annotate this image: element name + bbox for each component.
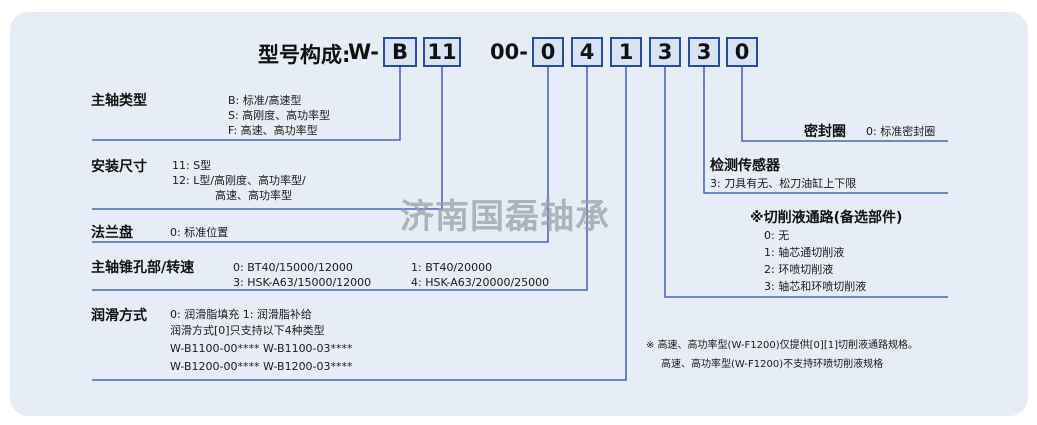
seal-title: 密封圈 xyxy=(804,124,846,140)
code-box-sensor: 3 xyxy=(688,37,720,67)
code-box-coolant: 3 xyxy=(649,37,681,67)
sensor-title: 检测传感器 xyxy=(710,158,780,174)
lubrication-line: 0: 润滑脂填充 1: 润滑脂补给 xyxy=(170,308,312,321)
spindle-type-title: 主轴类型 xyxy=(91,93,147,109)
coolant-line: 0: 无 xyxy=(764,229,790,242)
connector-sensor xyxy=(703,67,948,194)
taper-speed-line: 1: BT40/20000 xyxy=(411,261,493,274)
flange-title: 法兰盘 xyxy=(91,225,133,241)
lubrication-line: 润滑方式[0]只支持以下4种类型 xyxy=(170,324,325,337)
taper-speed-title: 主轴锥孔部/转速 xyxy=(91,260,195,276)
code-box-size: 11 xyxy=(423,37,461,67)
connector-flange xyxy=(92,67,549,243)
mount-size-title: 安装尺寸 xyxy=(91,159,147,175)
watermark-text: 济南国磊轴承 xyxy=(400,197,610,237)
note-2: 高速、高功率型(W-F1200)不支持环喷切削液规格 xyxy=(661,359,884,370)
lubrication-line: W-B1100-00**** W-B1100-03**** xyxy=(170,342,353,355)
mount-size-line: 11: S型 xyxy=(172,159,212,172)
model-prefix: W- xyxy=(348,40,379,64)
coolant-line: 1: 轴芯通切削液 xyxy=(764,246,845,259)
mount-size-line: 高速、高功率型 xyxy=(215,189,292,202)
sensor-line: 3: 刀具有无、松刀油缸上下限 xyxy=(710,177,857,190)
diagram-panel xyxy=(10,12,1028,416)
connector-11 xyxy=(92,67,443,210)
connector-coolant xyxy=(664,67,948,298)
mount-size-line: 12: L型/高刚度、高功率型/ xyxy=(172,174,306,187)
code-box-flange: 0 xyxy=(532,37,564,67)
code-box-lube: 1 xyxy=(610,37,642,67)
connector-lube xyxy=(92,67,627,381)
code-box-type: B xyxy=(383,37,417,67)
spindle-type-line: F: 高速、高功率型 xyxy=(228,124,318,137)
spindle-type-line: B: 标准/高速型 xyxy=(228,94,302,107)
coolant-line: 3: 轴芯和环喷切削液 xyxy=(764,280,867,293)
spindle-type-line: S: 高刚度、高功率型 xyxy=(228,109,331,122)
seal-line: 0: 标准密封圈 xyxy=(866,125,936,138)
lubrication-title: 润滑方式 xyxy=(91,308,147,324)
model-label: 型号构成: xyxy=(258,43,351,67)
flange-line: 0: 标准位置 xyxy=(170,226,229,239)
lubrication-line: W-B1200-00**** W-B1200-03**** xyxy=(170,360,353,373)
code-box-seal: 0 xyxy=(726,37,758,67)
connector-b xyxy=(92,67,401,141)
connector-taper xyxy=(92,67,588,291)
coolant-title: ※切削液通路(备选部件) xyxy=(750,210,903,226)
connector-seal xyxy=(741,67,948,142)
coolant-line: 2: 环喷切削液 xyxy=(764,263,834,276)
taper-speed-line: 3: HSK-A63/15000/12000 xyxy=(233,276,372,289)
note-1: ※ 高速、高功率型(W-F1200)仅提供[0][1]切削液通路规格。 xyxy=(646,340,918,351)
code-box-taper: 4 xyxy=(571,37,603,67)
model-middle: 00- xyxy=(490,40,528,64)
taper-speed-line: 0: BT40/15000/12000 xyxy=(233,261,353,274)
taper-speed-line: 4: HSK-A63/20000/25000 xyxy=(411,276,550,289)
